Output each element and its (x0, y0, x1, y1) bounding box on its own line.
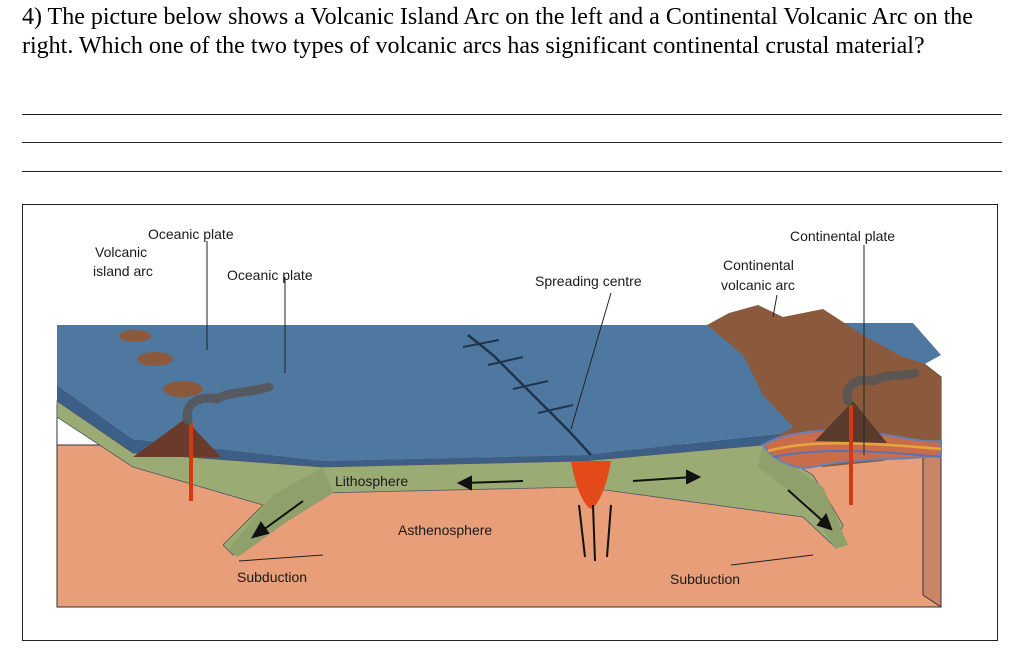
island-small-2 (137, 352, 173, 366)
island-small-3 (163, 381, 203, 397)
question-text: 4) The picture below shows a Volcanic Is… (22, 3, 1012, 61)
label-volcanic-island-arc-2: island arc (93, 263, 153, 279)
label-lithosphere: Lithosphere (335, 473, 408, 489)
label-subduction-left: Subduction (237, 569, 307, 585)
label-asthenosphere: Asthenosphere (398, 522, 492, 538)
island-small-1 (119, 330, 151, 342)
label-spreading-centre: Spreading centre (535, 273, 642, 289)
label-oceanic-plate-center: Oceanic plate (227, 267, 313, 283)
answer-line-2[interactable] (22, 142, 1002, 143)
label-continental-plate: Continental plate (790, 228, 895, 244)
label-volcanic-island-arc-1: Volcanic (95, 244, 147, 260)
diagram-svg: Oceanic plate Volcanic island arc Oceani… (23, 205, 998, 641)
answer-line-3[interactable] (22, 171, 1002, 172)
label-continental-volcanic-arc-2: volcanic arc (721, 277, 795, 293)
answer-line-1[interactable] (22, 114, 1002, 115)
volcanic-arcs-diagram: Oceanic plate Volcanic island arc Oceani… (22, 204, 998, 641)
label-oceanic-plate-left: Oceanic plate (148, 226, 234, 242)
label-subduction-right: Subduction (670, 571, 740, 587)
label-continental-volcanic-arc-1: Continental (723, 257, 794, 273)
